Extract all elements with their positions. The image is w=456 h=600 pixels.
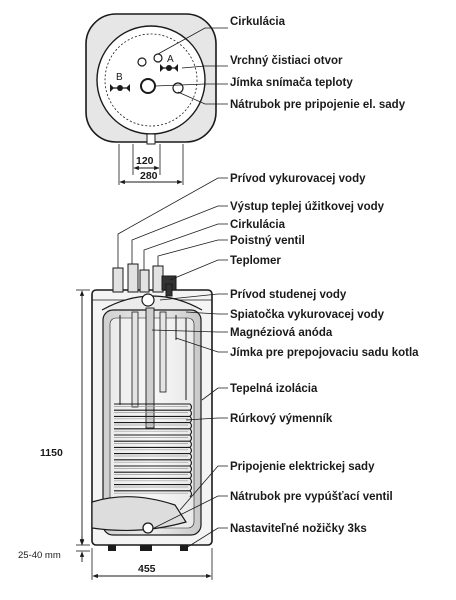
side-label-natrubok-vypustaci: Nátrubok pre vypúšťací ventil: [230, 491, 393, 503]
coil-loop: [114, 465, 193, 473]
side-label-tepelna-izolacia: Tepelná izolácia: [230, 383, 318, 395]
side-label-pripojenie-el-sady: Pripojenie elektrickej sady: [230, 461, 375, 473]
port-b-symbol: B: [110, 72, 130, 92]
side-label-spiatocka: Spiatočka vykurovacej vody: [230, 309, 385, 321]
side-label-cirkulacia: Cirkulácia: [230, 219, 286, 231]
coil-loop: [114, 477, 193, 485]
coil-loop: [114, 403, 193, 411]
coil-loop: [114, 453, 193, 461]
side-label-magneziova-anoda: Magnéziová anóda: [230, 327, 333, 339]
magnesium-anode: [145, 307, 155, 429]
coil-loop: [114, 434, 193, 442]
coil-loop: [114, 415, 193, 423]
adjustable-feet: [108, 545, 188, 551]
coil-loop: [114, 422, 193, 430]
side-label-privod-vykurovacej: Prívod vykurovacej vody: [230, 173, 366, 185]
top-view-inner-circle: [104, 33, 198, 127]
top-view: A B Cirkulácia Vrchný čistiaci otvor Jím…: [85, 13, 406, 185]
coil-loop: [114, 446, 193, 454]
side-dim-width: 455: [138, 563, 156, 575]
port-b-label: B: [116, 72, 123, 83]
coil-loop: [114, 459, 193, 467]
side-label-vystup-teplej: Výstup teplej úžitkovej vody: [230, 201, 385, 213]
electric-element-housing: [91, 496, 187, 532]
thermometer-dial: [141, 293, 155, 307]
side-view: Prívod vykurovacej vody Výstup teplej úž…: [18, 173, 419, 580]
coil-loop: [114, 440, 193, 448]
element-nozzle-symbol: [172, 82, 184, 94]
side-dim-height: 1150: [40, 447, 63, 459]
coil-loop: [114, 471, 193, 479]
bottom-connector: [146, 133, 156, 145]
top-dim-outer: 280: [140, 170, 158, 182]
top-label-cirkulacia: Cirkulácia: [230, 16, 286, 28]
coil-loop: [114, 428, 193, 436]
port-a-symbol: A: [137, 53, 178, 72]
port-a-label: A: [167, 54, 174, 65]
side-dim-feet: 25-40 mm: [18, 550, 61, 561]
side-label-privod-studenej: Prívod studenej vody: [230, 289, 347, 301]
side-label-rurkovy-vymennik: Rúrkový výmenník: [230, 413, 333, 425]
drain-nozzle: [142, 522, 154, 534]
top-label-vrchny-otvor: Vrchný čistiaci otvor: [230, 55, 343, 67]
top-label-jimka-snimaca: Jímka snímača teploty: [230, 77, 353, 89]
side-label-teplomer: Teplomer: [230, 255, 281, 267]
side-label-jimka-prepojovaciu: Jímka pre prepojovaciu sadu kotla: [230, 347, 419, 359]
coil-loop: [114, 490, 193, 498]
coil-loop: [114, 484, 193, 492]
side-label-nozicky: Nastaviteľné nožičky 3ks: [230, 523, 367, 535]
top-dim-inner: 120: [136, 155, 154, 167]
coil-loop: [114, 409, 193, 417]
top-label-natrubok-el-sady: Nátrubok pre pripojenie el. sady: [230, 99, 406, 111]
side-label-poistny-ventil: Poistný ventil: [230, 235, 305, 247]
coil-heat-exchanger: [114, 403, 193, 498]
sensor-well-symbol: [140, 78, 156, 94]
top-pipes: [112, 263, 177, 297]
